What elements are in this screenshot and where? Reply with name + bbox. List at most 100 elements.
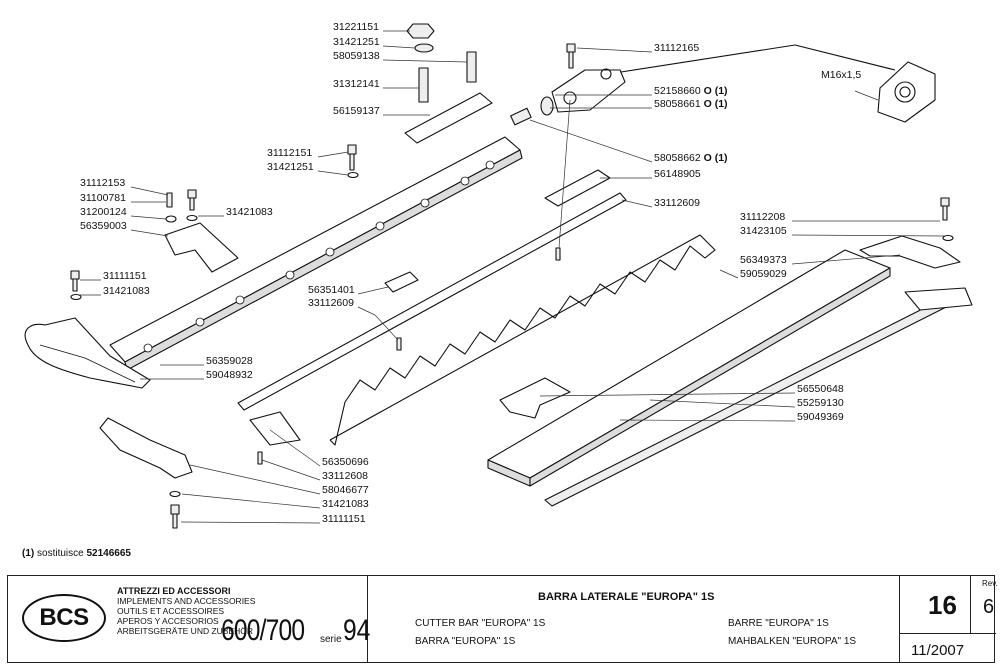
category-line-es: APEROS Y ACCESORIOS (117, 616, 219, 626)
part-number: 31221151 (333, 21, 379, 33)
part-label-M16x15: M16x1,5 (821, 69, 861, 81)
part-number: 52158660 (654, 85, 701, 97)
part-label-58059138: 58059138 (333, 50, 380, 62)
part-label-58058661: 58058661 O (1) (654, 98, 728, 110)
part-label-56351401: 56351401 (308, 284, 355, 296)
part-number: 31312141 (333, 78, 380, 90)
part-label-33112608: 33112608 (322, 470, 368, 482)
part-number: 59049369 (797, 411, 844, 423)
page-number: 16 (928, 590, 957, 620)
part-number: 56359003 (80, 220, 127, 232)
part-label-56148905: 56148905 (654, 168, 701, 180)
part-number: 33112608 (322, 470, 368, 482)
part-number: 59048932 (206, 369, 253, 381)
category-line-fr: OUTILS ET ACCESSOIRES (117, 606, 225, 616)
page-cell (900, 576, 996, 634)
part-number: 31100781 (80, 192, 126, 204)
part-label-31421251: 31421251 (333, 36, 380, 48)
part-number: 31421083 (226, 206, 273, 218)
part-number: 31423105 (740, 225, 787, 237)
revision-number: 6 (983, 596, 995, 618)
part-number: 56148905 (654, 168, 701, 180)
part-number: 56550648 (797, 383, 844, 395)
part-label-59049369: 59049369 (797, 411, 844, 423)
part-label-58046677: 58046677 (322, 484, 369, 496)
note-code: 52146665 (86, 548, 131, 559)
brand-name: BCS (39, 604, 89, 631)
part-number: 56159137 (333, 105, 380, 117)
part-label-56349373: 56349373 (740, 254, 787, 266)
part-label-56359003: 56359003 (80, 220, 127, 232)
revision-date: 11/2007 (911, 642, 965, 659)
part-label-31112153: 31112153 (80, 177, 125, 189)
part-number: 56359028 (206, 355, 253, 367)
part-label-31112208: 31112208 (740, 211, 785, 223)
part-label-56159137: 56159137 (333, 105, 380, 117)
part-label-31200124: 31200124 (80, 206, 127, 218)
exploded-parts-drawing (24, 23, 973, 529)
part-number: 58058661 (654, 98, 701, 110)
replacement-marker: O (1) (700, 98, 728, 110)
category-heading: ATTREZZI ED ACCESSORI (117, 586, 231, 596)
note-text: sostituisce (37, 548, 84, 559)
part-label-56350696: 56350696 (322, 456, 369, 468)
part-number: 31112153 (80, 177, 126, 189)
title-block-brand-cell: BCS ATTREZZI ED ACCESSORI IMPLEMENTS AND… (8, 576, 371, 662)
part-number: 58046677 (322, 484, 369, 496)
part-label-31423105: 31423105 (740, 225, 787, 237)
part-number: 31111151 (322, 513, 366, 525)
title-block-title-cell (368, 576, 900, 662)
part-label-31111151: 31111151 (103, 270, 147, 282)
part-label-31112151: 31112151 (267, 147, 312, 159)
part-number: 31421083 (322, 498, 369, 510)
part-label-31421083: 31421083 (226, 206, 273, 218)
rev-divider (970, 576, 971, 634)
part-number: 31111151 (103, 270, 147, 282)
part-label-59059029: 59059029 (740, 268, 787, 280)
part-number: 31112151 (267, 147, 313, 159)
part-number: 55259130 (797, 397, 844, 409)
part-label-33112609: 33112609 (308, 297, 354, 309)
part-label-52158660: 52158660 O (1) (654, 85, 728, 97)
title-block: BCS ATTREZZI ED ACCESSORI IMPLEMENTS AND… (7, 575, 998, 663)
category-line-en: IMPLEMENTS AND ACCESSORIES (117, 596, 256, 606)
part-number: 31421251 (267, 161, 314, 173)
upper-bar (109, 136, 523, 371)
part-label-55259130: 55259130 (797, 397, 844, 409)
replacement-marker: O (1) (700, 85, 728, 97)
part-number: 56351401 (308, 284, 355, 296)
title-de: MAHBALKEN "EUROPA" 1S (728, 636, 857, 647)
serie-number: 94 (343, 614, 371, 647)
part-label-31221151: 31221151 (333, 21, 379, 33)
part-number: 58059138 (333, 50, 380, 62)
serie-label: serie (320, 634, 342, 645)
replacement-note: (1) sostituisce 52146665 (22, 548, 131, 559)
part-label-31111151: 31111151 (322, 513, 366, 525)
drawing-title: BARRA LATERALE "EUROPA" 1S (538, 591, 715, 603)
part-number: 31200124 (80, 206, 127, 218)
part-number: 31112208 (740, 211, 786, 223)
part-number: 31421251 (333, 36, 380, 48)
part-number: 31421083 (103, 285, 150, 297)
model-number: 600/700 (221, 614, 305, 647)
part-label-33112609: 33112609 (654, 197, 700, 209)
revision-label: Rev. (982, 579, 998, 588)
part-number: 56349373 (740, 254, 787, 266)
part-label-31312141: 31312141 (333, 78, 380, 90)
part-number: M16x1,5 (821, 69, 862, 81)
title-es: BARRA "EUROPA" 1S (415, 636, 516, 647)
part-number: 33112609 (308, 297, 354, 309)
part-label-31112165: 31112165 (654, 42, 699, 54)
part-number: 33112609 (654, 197, 700, 209)
part-label-31421083: 31421083 (322, 498, 369, 510)
title-fr: BARRE "EUROPA" 1S (728, 618, 829, 629)
part-label-59048932: 59048932 (206, 369, 253, 381)
part-label-58058662: 58058662 O (1) (654, 152, 728, 164)
note-prefix: (1) (22, 548, 35, 559)
part-number: 31112165 (654, 42, 700, 54)
title-en: CUTTER BAR "EUROPA" 1S (415, 618, 546, 629)
part-label-31421251: 31421251 (267, 161, 314, 173)
category-line-de: ARBEITSGERÄTE UND ZUBEHÖR (117, 626, 254, 636)
category-text: ATTREZZI ED ACCESSORI IMPLEMENTS AND ACC… (117, 586, 255, 636)
part-number: 59059029 (740, 268, 787, 280)
